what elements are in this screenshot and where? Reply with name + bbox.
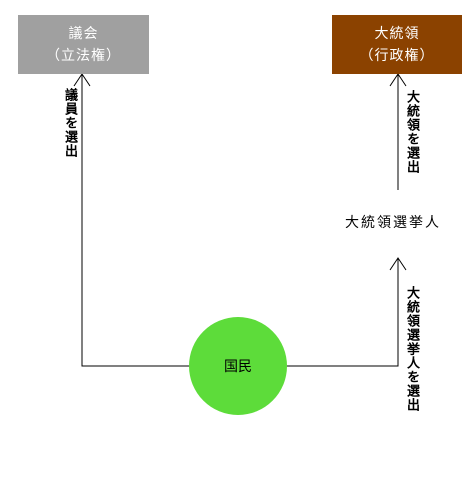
arrowhead-president-icon bbox=[389, 73, 407, 87]
label-elect-members: 議員を選出 bbox=[62, 88, 77, 158]
electors-label: 大統領選挙人 bbox=[345, 215, 441, 231]
citizens-label: 国民 bbox=[224, 359, 252, 375]
parliament-subtitle: （立法権） bbox=[46, 47, 121, 64]
arrowhead-electors-icon bbox=[389, 257, 407, 271]
label-elect-president: 大統領を選出 bbox=[404, 90, 419, 174]
line-citizens-to-electors bbox=[287, 258, 399, 367]
president-box: 大統領 （行政権） bbox=[332, 15, 462, 74]
line-citizens-to-parliament bbox=[81, 74, 190, 367]
parliament-title: 議会 bbox=[68, 25, 99, 42]
president-title: 大統領 bbox=[374, 25, 420, 42]
citizens-node: 国民 bbox=[189, 317, 287, 415]
parliament-box: 議会 （立法権） bbox=[18, 15, 149, 74]
arrowhead-parliament-icon bbox=[73, 73, 91, 87]
president-subtitle: （行政権） bbox=[359, 47, 435, 64]
label-elect-electors: 大統領選挙人を選出 bbox=[404, 286, 419, 412]
